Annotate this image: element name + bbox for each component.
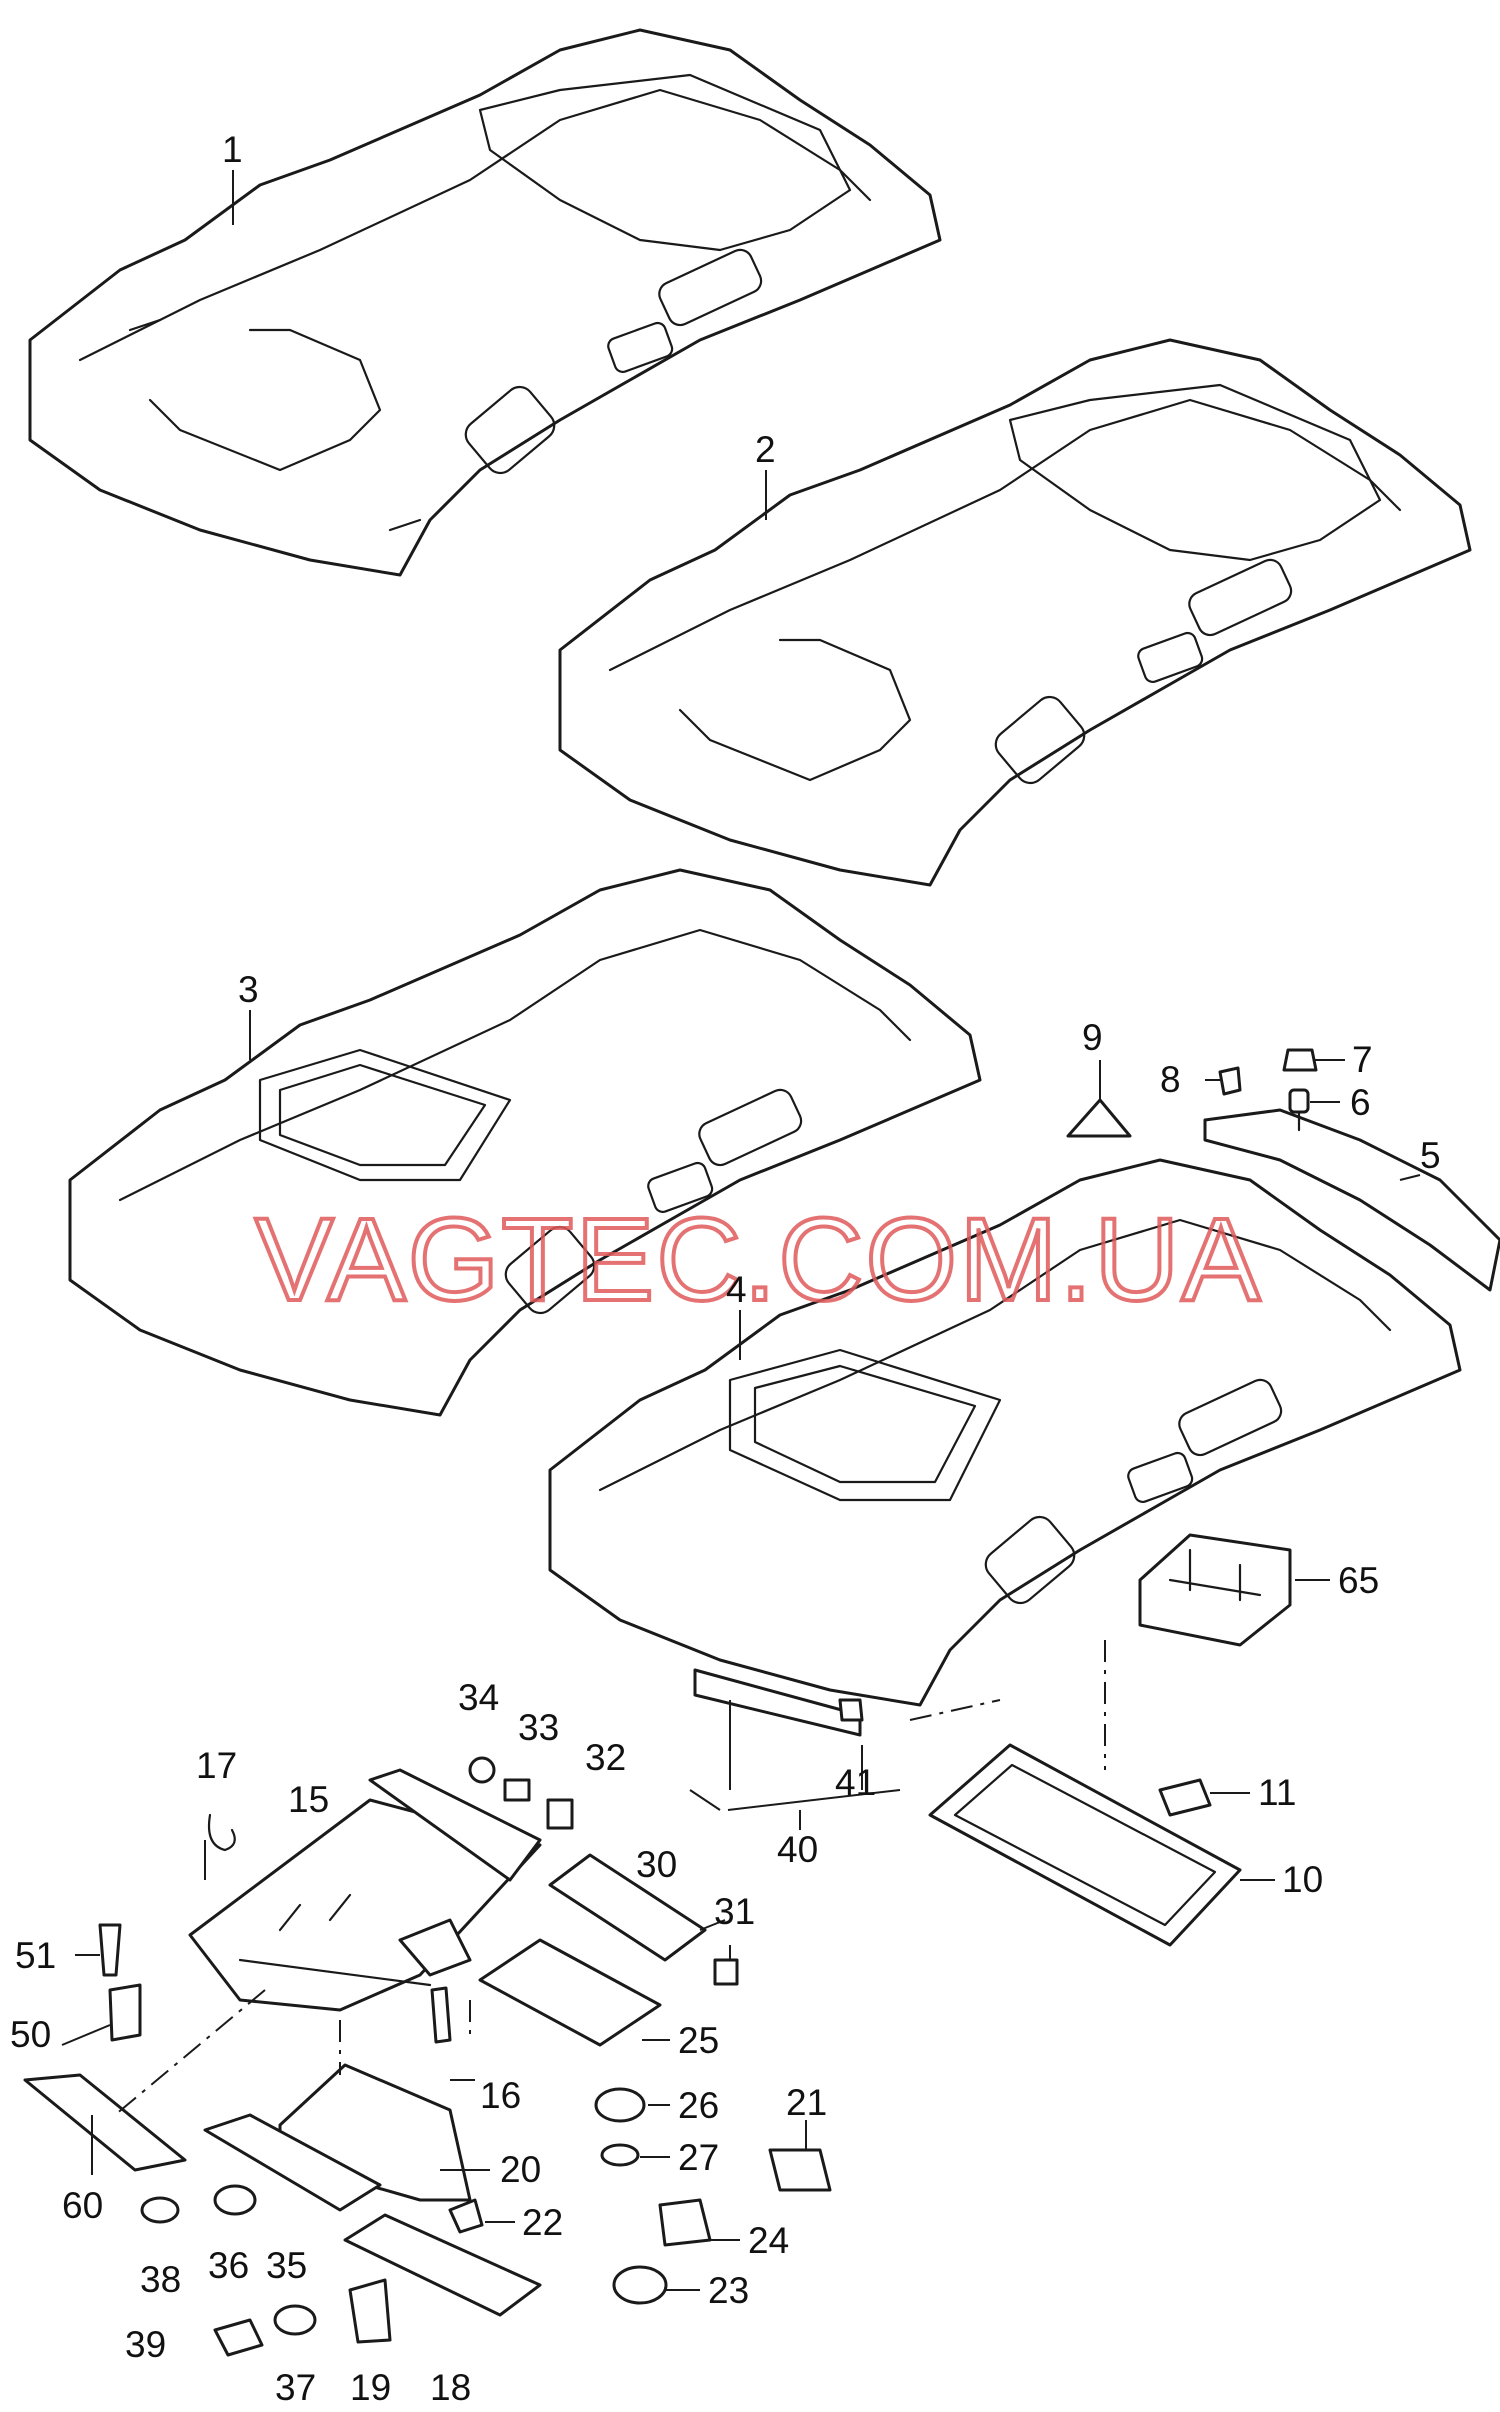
panel-35 bbox=[203, 2113, 382, 2212]
callout-2: 2 bbox=[755, 429, 776, 470]
light-housing-65 bbox=[1138, 1533, 1292, 1647]
callout-40: 40 bbox=[777, 1829, 818, 1870]
clip-7 bbox=[1282, 1048, 1318, 1072]
callout-26: 26 bbox=[678, 2085, 719, 2126]
callout-11: 11 bbox=[1258, 1772, 1296, 1813]
clip-33 bbox=[503, 1778, 531, 1802]
clip-11 bbox=[1158, 1778, 1212, 1817]
callout-34: 34 bbox=[458, 1677, 499, 1718]
roof-console-15 bbox=[188, 1768, 542, 2012]
watermark: VAGTEC.COM.UA bbox=[255, 1194, 1262, 1326]
callout-30: 30 bbox=[636, 1844, 677, 1885]
callout-3: 3 bbox=[238, 969, 259, 1010]
headliner-4 bbox=[548, 1158, 1462, 1707]
bracket-21 bbox=[768, 2148, 832, 2192]
pad-25 bbox=[478, 1938, 662, 2047]
callout-21: 21 bbox=[786, 2082, 827, 2123]
callout-8: 8 bbox=[1160, 1059, 1181, 1100]
clip-41 bbox=[838, 1698, 864, 1722]
callout-17: 17 bbox=[196, 1745, 237, 1786]
callout-35: 35 bbox=[266, 2245, 307, 2286]
panel-18 bbox=[343, 2213, 542, 2317]
panel-19 bbox=[348, 2278, 392, 2344]
clip-17 bbox=[207, 1813, 236, 1852]
plug-23 bbox=[612, 2265, 668, 2305]
callout-65: 65 bbox=[1338, 1560, 1379, 1601]
callout-33: 33 bbox=[518, 1707, 559, 1748]
callout-10: 10 bbox=[1282, 1859, 1323, 1900]
bracket-40 bbox=[693, 1668, 862, 1737]
bracket-50 bbox=[108, 1983, 142, 2042]
clip-39 bbox=[213, 2318, 264, 2357]
clip-31 bbox=[713, 1958, 739, 1986]
callout-labels: 1 2 3 4 5 6 7 8 9 10 11 15 16 17 18 19 2… bbox=[10, 129, 1441, 2408]
callout-19: 19 bbox=[350, 2367, 391, 2408]
callout-51: 51 bbox=[15, 1935, 56, 1976]
trim-strip-5 bbox=[1203, 1108, 1500, 1292]
plug-37 bbox=[273, 2304, 317, 2336]
callout-38: 38 bbox=[140, 2259, 181, 2300]
callout-36: 36 bbox=[208, 2245, 249, 2286]
callout-16: 16 bbox=[480, 2075, 521, 2116]
callout-39: 39 bbox=[125, 2324, 166, 2365]
callout-24: 24 bbox=[748, 2220, 789, 2261]
callout-37: 37 bbox=[275, 2367, 316, 2408]
callout-5: 5 bbox=[1420, 1135, 1441, 1176]
callout-9: 9 bbox=[1082, 1017, 1103, 1058]
callout-41: 41 bbox=[835, 1762, 876, 1803]
bolt-6 bbox=[1288, 1088, 1310, 1132]
clip-24 bbox=[658, 2198, 712, 2247]
headliner-3 bbox=[68, 868, 982, 1417]
callout-1: 1 bbox=[222, 129, 243, 170]
callout-18: 18 bbox=[430, 2367, 471, 2408]
plug-36 bbox=[213, 2184, 257, 2216]
grille-30 bbox=[548, 1853, 707, 1962]
callout-23: 23 bbox=[708, 2270, 749, 2311]
strip-60 bbox=[23, 2073, 187, 2172]
callout-15: 15 bbox=[288, 1779, 329, 1820]
clip-9 bbox=[1066, 1098, 1132, 1138]
clip-22 bbox=[448, 2198, 484, 2234]
clip-8 bbox=[1218, 1066, 1242, 1096]
callout-20: 20 bbox=[500, 2149, 541, 2190]
callout-31: 31 bbox=[714, 1891, 755, 1932]
headliner-2 bbox=[558, 338, 1472, 887]
headliner-1 bbox=[28, 28, 942, 577]
screw-51 bbox=[98, 1923, 122, 1977]
grommet-26 bbox=[594, 2087, 646, 2123]
cap-34 bbox=[468, 1756, 496, 1784]
callout-6: 6 bbox=[1350, 1082, 1371, 1123]
callout-32: 32 bbox=[585, 1737, 626, 1778]
callout-7: 7 bbox=[1352, 1039, 1373, 1080]
callout-27: 27 bbox=[678, 2137, 719, 2178]
callout-50: 50 bbox=[10, 2014, 51, 2055]
ring-27 bbox=[600, 2143, 640, 2167]
sunroof-seal-10 bbox=[928, 1743, 1242, 1947]
callout-60: 60 bbox=[62, 2185, 103, 2226]
callout-25: 25 bbox=[678, 2020, 719, 2061]
screw-16 bbox=[430, 1986, 452, 2044]
callout-4: 4 bbox=[726, 1269, 747, 1310]
spring-32 bbox=[546, 1798, 574, 1830]
ring-38 bbox=[140, 2196, 180, 2224]
callout-22: 22 bbox=[522, 2202, 563, 2243]
